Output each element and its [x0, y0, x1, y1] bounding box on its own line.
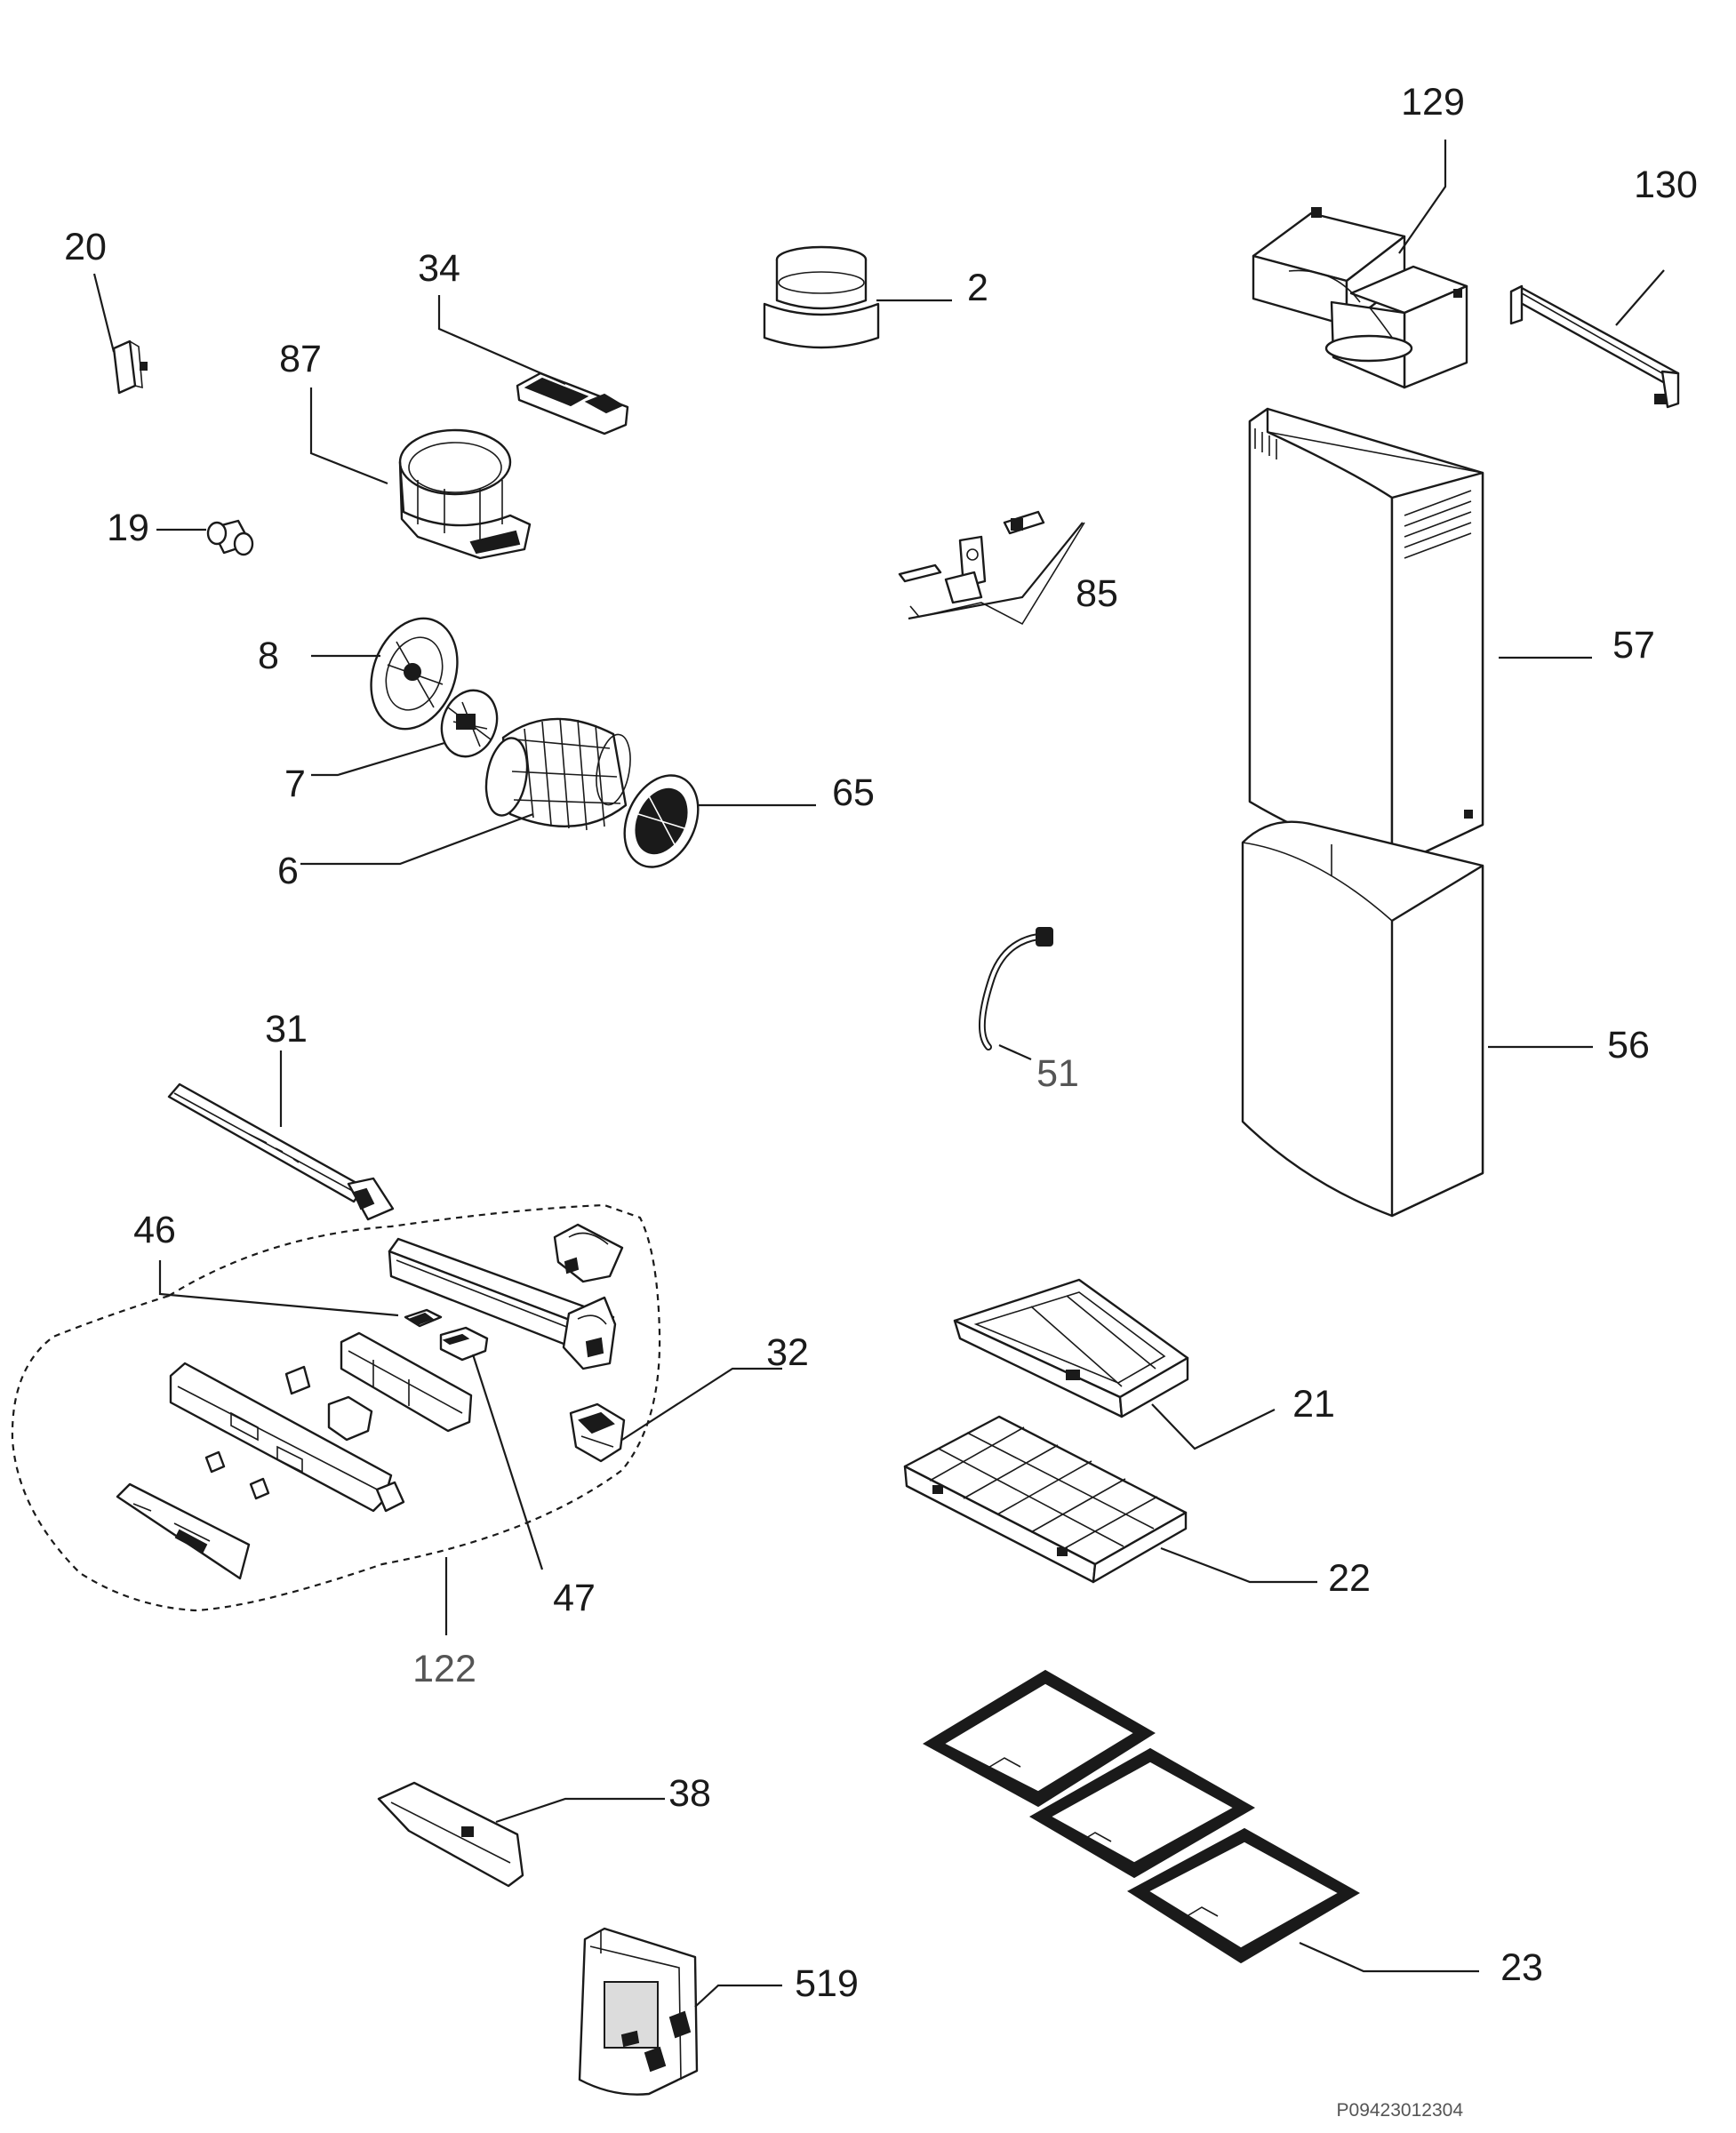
part-19 — [206, 519, 254, 556]
callout-23: 23 — [1500, 1946, 1543, 1989]
part-56-lower-chimney — [1241, 820, 1484, 1218]
part-22-grease-filter — [903, 1415, 1188, 1584]
part-23-carbon-filters — [922, 1669, 1361, 1964]
part-130-bracket — [1509, 284, 1680, 409]
callout-57: 57 — [1612, 624, 1655, 667]
part-8-motor-plate — [370, 617, 459, 731]
callout-130: 130 — [1634, 164, 1698, 206]
callout-21: 21 — [1292, 1383, 1335, 1426]
drawing-code: P09423012304 — [1337, 2100, 1464, 2121]
part-31-lamp — [167, 1082, 395, 1221]
callout-20: 20 — [64, 226, 107, 268]
callout-labels: 129 130 20 34 2 87 19 85 57 8 7 65 6 51 … — [64, 81, 1698, 2005]
callout-38: 38 — [668, 1772, 711, 1815]
callout-87: 87 — [279, 338, 322, 380]
callout-19: 19 — [107, 507, 149, 549]
part-519-bag — [578, 1927, 699, 2096]
callout-31: 31 — [265, 1008, 308, 1051]
callout-65: 65 — [832, 771, 875, 814]
part-7-motor — [440, 689, 499, 758]
part-122-outline — [11, 1203, 661, 1612]
callout-85: 85 — [1076, 572, 1118, 615]
part-34 — [516, 371, 629, 435]
callout-56: 56 — [1607, 1024, 1650, 1066]
callout-129: 129 — [1401, 81, 1465, 124]
part-2-duct-ring — [763, 245, 880, 349]
callout-34: 34 — [418, 247, 460, 290]
part-38 — [377, 1781, 524, 1888]
callout-22: 22 — [1328, 1557, 1371, 1600]
callout-8: 8 — [258, 635, 279, 677]
leader-lines — [92, 140, 1665, 2008]
part-20 — [112, 340, 148, 395]
part-65-grille — [623, 774, 700, 868]
callout-7: 7 — [284, 763, 306, 805]
part-85-bracket-kit — [898, 510, 1085, 626]
part-6-blower-wheel — [484, 717, 631, 831]
part-87-fan-housing — [398, 428, 532, 560]
callout-6: 6 — [277, 850, 299, 892]
part-21-filter-frame — [953, 1278, 1189, 1418]
callout-2: 2 — [967, 267, 988, 309]
part-51-cable — [978, 927, 1053, 1051]
callout-519: 519 — [795, 1962, 859, 2005]
part-57-upper-chimney — [1248, 407, 1484, 869]
callout-46: 46 — [133, 1209, 176, 1251]
callout-32: 32 — [766, 1331, 809, 1374]
part-122-control-assembly — [116, 1223, 626, 1580]
callout-51: 51 — [1036, 1052, 1079, 1095]
callout-47: 47 — [553, 1577, 596, 1619]
part-129-air-outlet — [1252, 207, 1468, 389]
callout-122: 122 — [412, 1648, 476, 1690]
